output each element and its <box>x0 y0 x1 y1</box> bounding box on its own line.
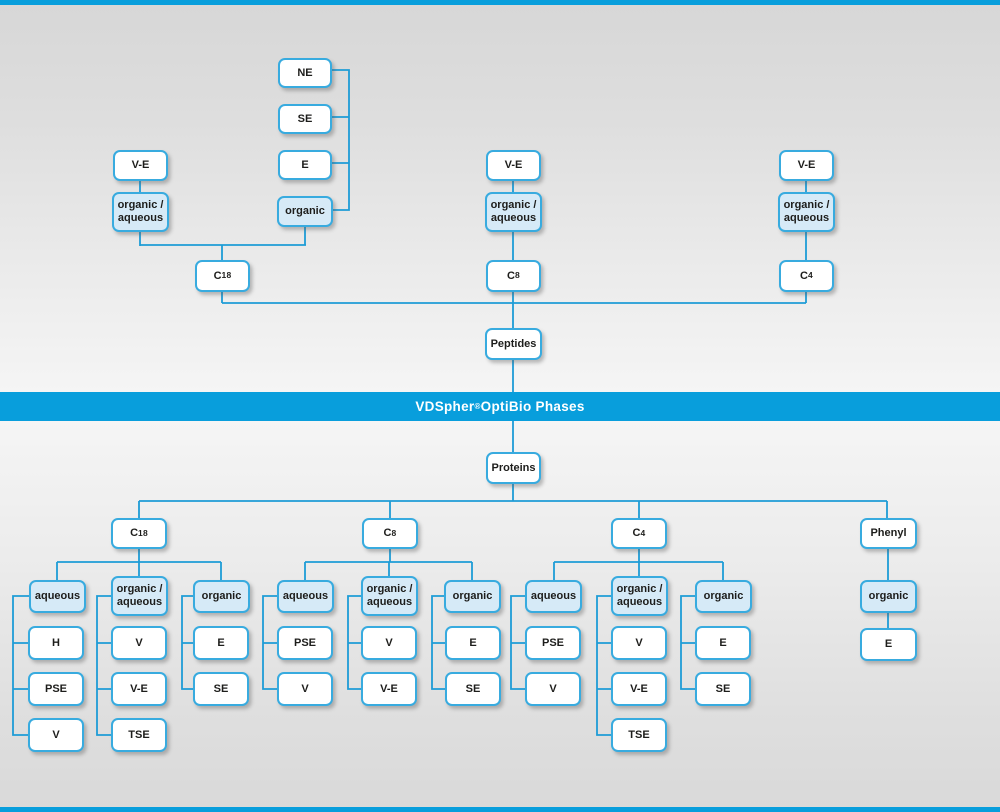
node-peptide-c4-phase-ve: V-E <box>779 150 834 181</box>
node-peptide-c8-phase-ve: V-E <box>486 150 541 181</box>
node-protein-c8-aqueous-phase-pse: PSE <box>277 626 333 660</box>
bottom-accent-strip <box>0 807 1000 812</box>
node-protein-c8-solvent-organic: organic <box>444 580 501 613</box>
node-protein-c18-solvent-organic: organic <box>193 580 250 613</box>
node-protein-c4-aqueous-phase-v: V <box>525 672 581 706</box>
node-protein-c8-aqueous-phase-v: V <box>277 672 333 706</box>
node-peptides-root: Peptides <box>485 328 542 360</box>
node-protein-c18-orgaq-phase-ve: V-E <box>111 672 167 706</box>
node-protein-c18-aqueous-phase-v: V <box>28 718 84 752</box>
node-peptide-c18-phase-ve: V-E <box>113 150 168 181</box>
node-protein-c4-orgaq-phase-ve: V-E <box>611 672 667 706</box>
node-protein-c18-organic-phase-e: E <box>193 626 249 660</box>
node-protein-c8-solvent-aqueous: aqueous <box>277 580 334 613</box>
node-peptide-c18-organic-phase-se: SE <box>278 104 332 134</box>
node-peptide-c18-organic-phase-ne: NE <box>278 58 332 88</box>
node-protein-c18-organic-phase-se: SE <box>193 672 249 706</box>
node-protein-c8-organic-phase-se: SE <box>445 672 501 706</box>
node-protein-c4-orgaq-phase-tse: TSE <box>611 718 667 752</box>
node-protein-c18-solvent-organic-aqueous: organic / aqueous <box>111 576 168 616</box>
node-peptide-c18-solvent-organic-aqueous: organic / aqueous <box>112 192 169 232</box>
node-protein-c8-orgaq-phase-v: V <box>361 626 417 660</box>
node-protein-c4-orgaq-phase-v: V <box>611 626 667 660</box>
node-protein-phenyl-organic-phase-e: E <box>860 628 917 661</box>
node-peptide-c8-solvent-organic-aqueous: organic / aqueous <box>485 192 542 232</box>
node-protein-c8-organic-phase-e: E <box>445 626 501 660</box>
node-protein-c8-solvent-organic-aqueous: organic / aqueous <box>361 576 418 616</box>
node-protein-c18-aqueous-phase-pse: PSE <box>28 672 84 706</box>
node-peptide-c4-solvent-organic-aqueous: organic / aqueous <box>778 192 835 232</box>
node-protein-c18-solvent-aqueous: aqueous <box>29 580 86 613</box>
node-protein-c4-solvent-organic-aqueous: organic / aqueous <box>611 576 668 616</box>
node-protein-phenyl-solvent-organic: organic <box>860 580 917 613</box>
node-protein-c8-orgaq-phase-ve: V-E <box>361 672 417 706</box>
node-peptide-c18-organic-phase-e: E <box>278 150 332 180</box>
node-protein-c18-aqueous-phase-h: H <box>28 626 84 660</box>
node-peptide-c18-solvent-organic: organic <box>277 196 333 227</box>
node-protein-c4-aqueous-phase-pse: PSE <box>525 626 581 660</box>
node-protein-c4-solvent-aqueous: aqueous <box>525 580 582 613</box>
banner-vdspher-optibio-phases: VDSpher® OptiBio Phases <box>0 392 1000 421</box>
node-protein-c4-organic-phase-se: SE <box>695 672 751 706</box>
node-protein-c18-orgaq-phase-tse: TSE <box>111 718 167 752</box>
node-protein-c4-solvent-organic: organic <box>695 580 752 613</box>
node-protein-column-phenyl: Phenyl <box>860 518 917 549</box>
node-protein-c4-organic-phase-e: E <box>695 626 751 660</box>
node-proteins-root: Proteins <box>486 452 541 484</box>
node-protein-c18-orgaq-phase-v: V <box>111 626 167 660</box>
top-accent-strip <box>0 0 1000 5</box>
